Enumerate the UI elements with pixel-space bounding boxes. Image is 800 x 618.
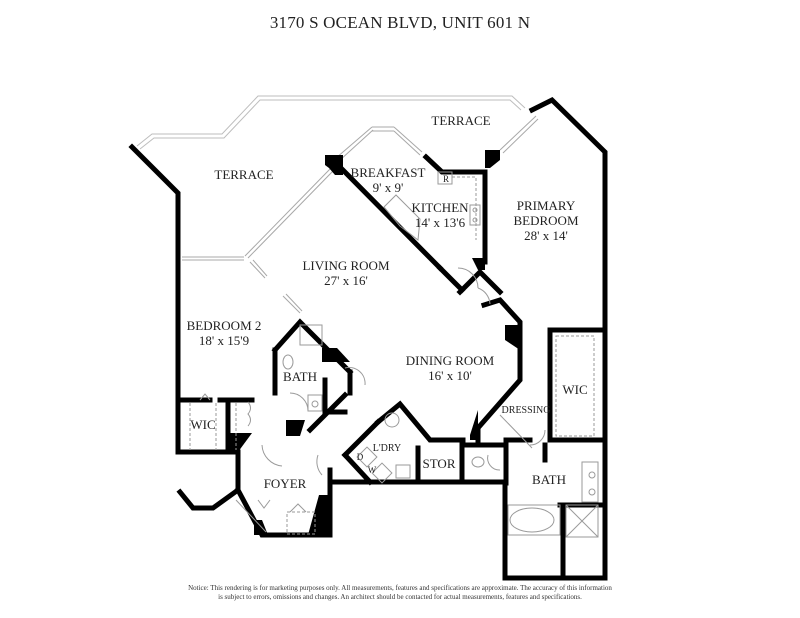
- room-label-breakfast: BREAKFAST 9' x 9': [350, 165, 426, 195]
- room-label-kitchen: KITCHEN 14' x 13'6: [411, 200, 469, 230]
- room-label-terrace-left: TERRACE: [214, 167, 274, 182]
- room-label-dressing: DRESSING: [501, 405, 551, 416]
- plan-title: 3170 S OCEAN BLVD, UNIT 601 N: [269, 13, 531, 32]
- room-label-living-room: LIVING ROOM 27' x 16': [302, 258, 390, 288]
- room-label-primary-bath: BATH: [532, 472, 566, 487]
- room-label-storage: STOR: [422, 456, 456, 471]
- notice-line-1: Notice: This rendering is for marketing …: [188, 584, 612, 592]
- fridge-label: R: [442, 174, 450, 184]
- room-label-bedroom-2: BEDROOM 2 18' x 15'9: [186, 318, 262, 348]
- walls: [128, 96, 608, 581]
- terrace-outline: [136, 95, 526, 150]
- room-label-wic-right: WIC: [562, 382, 588, 397]
- room-label-foyer: FOYER: [263, 476, 307, 491]
- fixtures: [189, 171, 599, 538]
- dryer-label: D: [356, 452, 364, 462]
- room-label-terrace-top: TERRACE: [431, 113, 491, 128]
- wall-columns: [230, 150, 520, 535]
- washer-label: W: [367, 465, 377, 475]
- room-label-bath-2: BATH: [283, 369, 317, 384]
- notice-line-2: is subject to errors, omissions and chan…: [218, 593, 582, 601]
- room-label-wic-left: WIC: [190, 417, 216, 432]
- disclaimer-notice: Notice: This rendering is for marketing …: [0, 584, 800, 602]
- room-label-primary-bedroom: PRIMARY BEDROOM 28' x 14': [513, 198, 579, 243]
- room-label-laundry: L'DRY: [372, 443, 402, 454]
- windows: [182, 115, 539, 314]
- room-label-dining-room: DINING ROOM 16' x 10': [405, 353, 495, 383]
